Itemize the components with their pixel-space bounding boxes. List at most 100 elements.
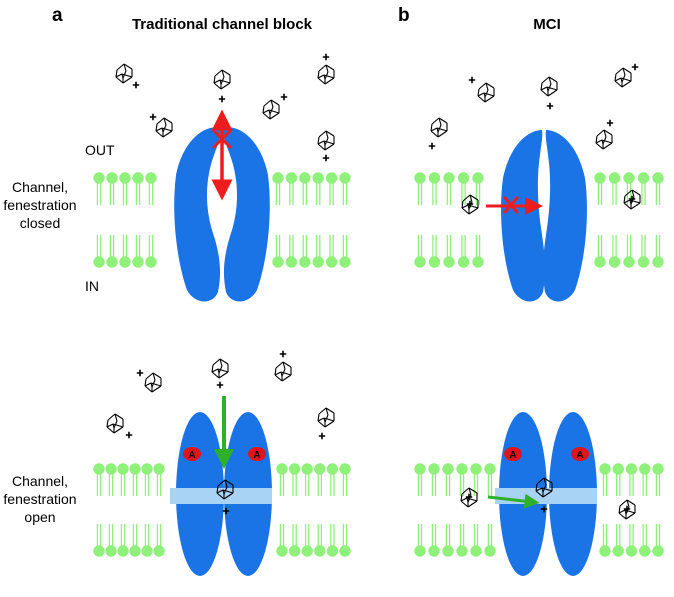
lipid-bottom-a-closed-right-5 <box>339 234 351 268</box>
row-label-open: Channel, fenestration open <box>3 473 76 525</box>
adamantane-drug-icon <box>468 76 495 103</box>
row-label-open-line-3: open <box>24 509 55 525</box>
binding-site-icon <box>248 447 266 461</box>
lipid-bottom-a-closed-left-3 <box>132 234 144 268</box>
fenestration-gap-b-right <box>549 488 597 504</box>
row-label-open-line-1: Channel, <box>12 473 68 489</box>
lipid-bottom-b-closed-right-2 <box>623 234 635 268</box>
lipid-bottom-b-open-right-3 <box>638 523 651 557</box>
lipid-bottom-b-open-left-3 <box>456 523 468 557</box>
lipid-top-a-open-right-2 <box>301 463 314 497</box>
lipid-bottom-a-closed-right-2 <box>298 234 311 268</box>
lipid-bottom-b-open-right-2 <box>625 523 638 557</box>
lipid-bottom-a-closed-right-1 <box>285 234 298 268</box>
fenestration-gap-a-left <box>176 488 224 504</box>
lipid-bottom-b-closed-right-4 <box>652 234 664 268</box>
lipid-bottom-a-open-right-2 <box>301 523 314 557</box>
lipid-top-b-closed-right-4 <box>652 172 664 206</box>
lipid-bottom-a-open-left-4 <box>141 523 153 557</box>
binding-site-a-left-label: A <box>188 450 195 461</box>
lipid-top-a-closed-right-2 <box>298 172 311 206</box>
row-label-closed-line-2: fenestration <box>3 197 76 213</box>
lipid-bottom-a-open-left-0 <box>93 523 105 557</box>
lipid-bottom-b-closed-left-1 <box>428 234 441 268</box>
lipid-bottom-b-closed-right-3 <box>637 234 650 268</box>
lipid-bottom-a-open-right-4 <box>326 523 339 557</box>
channel-closed-b-right-subunit <box>543 130 587 302</box>
adamantane-drug-icon <box>535 477 553 513</box>
lipid-bottom-a-open-left-3 <box>129 523 141 557</box>
lipid-top-a-closed-left-4 <box>145 172 157 206</box>
lipid-bottom-a-open-left-5 <box>153 523 165 557</box>
binding-site-b-right-label: A <box>576 450 583 461</box>
lipid-top-b-closed-left-2 <box>443 172 455 206</box>
lipid-bottom-a-open-right-1 <box>288 523 301 557</box>
lipid-top-a-open-left-4 <box>141 463 153 497</box>
lipid-bottom-b-closed-left-2 <box>443 234 455 268</box>
lipid-bottom-a-closed-right-3 <box>312 234 325 268</box>
lipid-top-a-closed-left-2 <box>119 172 131 206</box>
adamantane-drug-icon <box>216 479 234 515</box>
lipid-top-a-closed-right-0 <box>272 172 284 206</box>
cross-mark-icon <box>212 129 232 149</box>
adamantane-drug-icon <box>274 350 292 382</box>
in-label: IN <box>85 278 99 294</box>
lipid-top-a-open-right-1 <box>288 463 301 497</box>
channel-closed-a <box>174 127 270 302</box>
lipid-top-b-open-right-3 <box>638 463 651 497</box>
lipid-top-a-open-left-0 <box>93 463 105 497</box>
binding-site-b-left: A <box>504 447 522 461</box>
adamantane-drug-icon <box>136 369 162 393</box>
adamantane-drug-icon <box>623 189 641 210</box>
channel-closed-a-left-subunit <box>174 127 221 302</box>
binding-site-b-left-label: A <box>509 450 516 461</box>
lipid-bottom-a-closed-left-0 <box>93 234 105 268</box>
lipid-bottom-a-open-right-3 <box>313 523 326 557</box>
adamantane-drug-icon <box>614 63 639 88</box>
binding-site-a-right: A <box>248 447 266 461</box>
lipid-bottom-a-closed-right-0 <box>272 234 284 268</box>
channel-closed-a-right-subunit <box>223 127 270 302</box>
lipid-bottom-a-closed-right-4 <box>325 234 338 268</box>
lipid-bottom-b-closed-right-0 <box>594 234 606 268</box>
lipid-top-b-open-right-4 <box>652 463 664 497</box>
lipid-bottom-b-open-right-4 <box>652 523 664 557</box>
drug-molecules <box>106 53 641 520</box>
lipid-bottom-a-open-right-0 <box>276 523 288 557</box>
lipid-top-a-open-right-5 <box>339 463 351 497</box>
binding-site-icon <box>183 447 201 461</box>
lipid-top-a-open-left-2 <box>117 463 129 497</box>
adamantane-drug-icon <box>115 63 140 89</box>
adamantane-drug-icon <box>460 487 478 508</box>
row-label-open-line-2: fenestration <box>3 491 76 507</box>
lipid-top-a-open-right-4 <box>326 463 339 497</box>
adamantane-drug-icon <box>149 113 173 138</box>
adamantane-drug-icon <box>461 194 479 215</box>
lipid-bottom-b-open-right-0 <box>599 523 611 557</box>
lipid-top-a-open-left-3 <box>129 463 141 497</box>
adamantane-drug-icon <box>540 76 558 110</box>
cross-mark-icon <box>503 196 519 214</box>
lipid-top-b-open-right-0 <box>599 463 611 497</box>
lipid-top-a-closed-right-3 <box>312 172 325 206</box>
binding-site-a-right-label: A <box>253 450 260 461</box>
adamantane-drug-icon <box>211 358 229 389</box>
lipid-bottom-a-open-right-5 <box>339 523 351 557</box>
lipid-bottom-a-closed-left-1 <box>106 234 118 268</box>
lipid-top-a-closed-right-4 <box>325 172 338 206</box>
adamantane-drug-icon <box>317 130 335 162</box>
lipid-bottom-a-open-left-1 <box>105 523 117 557</box>
lipid-bottom-b-open-left-2 <box>442 523 454 557</box>
binding-site-b-right: A <box>571 447 589 461</box>
lipid-top-a-closed-left-3 <box>132 172 144 206</box>
adamantane-drug-icon <box>213 69 231 103</box>
fenestration-entry-arrow <box>487 493 540 509</box>
adamantane-drug-icon <box>595 119 614 150</box>
lipid-top-a-closed-left-1 <box>106 172 118 206</box>
adamantane-drug-icon <box>618 499 636 520</box>
adamantane-drug-icon <box>428 117 448 150</box>
lipid-bottom-b-open-left-4 <box>470 523 482 557</box>
lipid-bottom-a-closed-left-4 <box>145 234 157 268</box>
lipid-top-b-open-right-2 <box>625 463 638 497</box>
